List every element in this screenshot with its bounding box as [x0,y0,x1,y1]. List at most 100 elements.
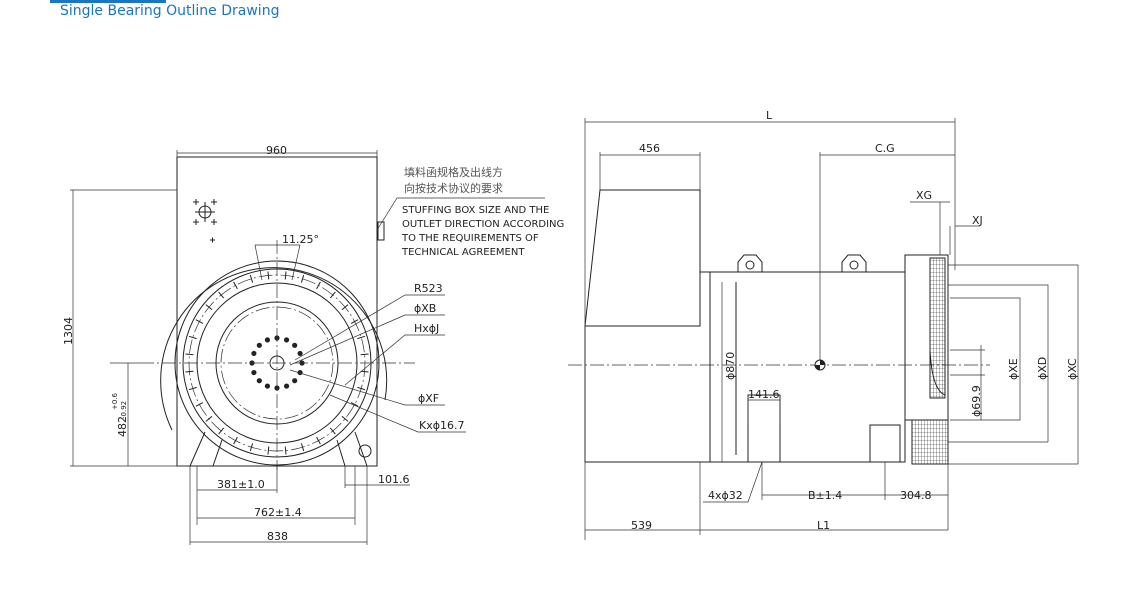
coupling-hole [292,342,298,348]
title-accent-bar [50,0,166,3]
dim-482 [110,362,140,466]
outer-arc-r523 [160,267,388,431]
bolt-tick [218,291,225,299]
coupling-hole [256,378,262,384]
note-cn-1: 填料函规格及出线方 [404,165,503,179]
note-en-1: STUFFING BOX SIZE AND THE [402,205,549,216]
bolt-tick [249,443,254,452]
dim-101-text: 101.6 [378,473,410,486]
dim-l1-text: L1 [817,519,830,532]
dim-b-304 [703,461,949,530]
bolt-tick [233,436,238,445]
dim-xg-xj [910,201,980,255]
bolt-tick [300,443,305,452]
fan-grid [911,419,949,465]
lifting-lugs [737,254,867,272]
bolt-tick [195,402,204,407]
dim-xg-text: XG [916,189,932,202]
dim-304-text: 304.8 [900,489,932,502]
coupling-hole [292,378,298,384]
dim-141 [747,395,781,425]
bolt-tick [329,291,336,299]
label-k: Kxϕ16.7 [419,419,464,432]
front-view: 960 1304 11.25° 482 +0.6 -0.92 R523 ϕXB … [62,144,564,545]
dim-482-tol-upper: +0.6 [111,392,119,410]
bolt-tick [350,402,359,407]
coupling-hole [264,337,271,343]
dim-cg-text: C.G [875,142,895,155]
bolt-tick [233,281,238,290]
note-en-2: OUTLET DIRECTION ACCORDING [402,219,564,230]
dim-1304 [70,189,190,467]
dim-1304-text: 1304 [62,317,75,345]
dim-482-text: 482 [116,416,129,437]
bolt-tick [195,319,204,324]
bolt-tick [188,335,197,340]
label-xf: ϕXF [418,392,439,405]
label-r523: R523 [414,282,443,295]
dim-456-text: 456 [639,142,660,155]
coupling-hole [251,369,257,376]
dim-381-text: 381±1.0 [217,478,265,491]
bolt-tick [185,370,194,373]
dim-870-text: ϕ870 [724,352,737,380]
bolt-tick [360,353,369,356]
note-cn-2: 向按技术协议的要求 [404,181,503,195]
stator-body [584,271,906,463]
bolt-tick [284,446,287,455]
stuffing-box [377,221,385,241]
coupling-hole [251,350,257,357]
bolt-tick [185,353,194,356]
leader-lines [289,294,466,433]
dim-699 [950,345,985,420]
coupling-hole [283,337,290,343]
dim-762-text: 762±1.4 [254,506,302,519]
earth-hole [358,444,372,458]
page-title: Single Bearing Outline Drawing [60,3,280,19]
bolt-tick [316,436,321,445]
dim-xd-text: ϕXD [1036,357,1049,380]
dim-cg [819,152,955,360]
dim-xe-text: ϕXE [1007,358,1020,380]
bolt-tick [357,335,366,340]
dim-angle-text: 11.25° [282,233,319,246]
fan-blades [929,257,946,399]
bolt-tick [360,370,369,373]
bolt-tick [205,415,213,422]
dim-l [584,118,956,540]
bolt-tick [350,319,359,324]
dim-539-text: 539 [631,519,652,532]
end-housing [584,189,701,327]
dim-539-l1 [585,462,948,535]
bolt-tick [316,281,321,290]
note-en-4: TECHNICAL AGREEMENT [401,247,525,258]
dim-xc-xd-xe [948,264,1079,465]
side-view: L 456 C.G XG XJ ϕ870 ϕXE ϕXD ϕXC ϕ69.9 1… [568,109,1079,540]
bolt-tick [267,446,270,455]
dim-141-text: 141.6 [748,388,780,401]
note-en-3: TO THE REQUIREMENTS OF [401,233,539,244]
coupling-hole [264,383,271,389]
coupling-hole [274,385,280,391]
dim-482-tol-lower: -0.92 [120,401,128,419]
label-xb: ϕXB [414,302,436,315]
dim-838-text: 838 [267,530,288,543]
coupling-hole [297,369,303,376]
label-hxj: HxϕJ [414,322,439,335]
bolt-tick [205,304,213,311]
feet-side [747,394,901,463]
dim-base-lines [189,466,410,545]
coupling-hole [283,383,290,389]
bolt-tick [357,386,366,391]
bolt-tick [188,386,197,391]
dim-angle [254,244,301,281]
dim-xj-text: XJ [972,214,983,227]
feet [189,431,368,467]
dim-456 [599,152,701,190]
bolt-tick [249,274,254,283]
dim-960 [176,150,378,157]
bolt-tick [300,274,305,283]
terminal-symbol [193,199,217,243]
dim-699-text: ϕ69.9 [970,385,983,417]
